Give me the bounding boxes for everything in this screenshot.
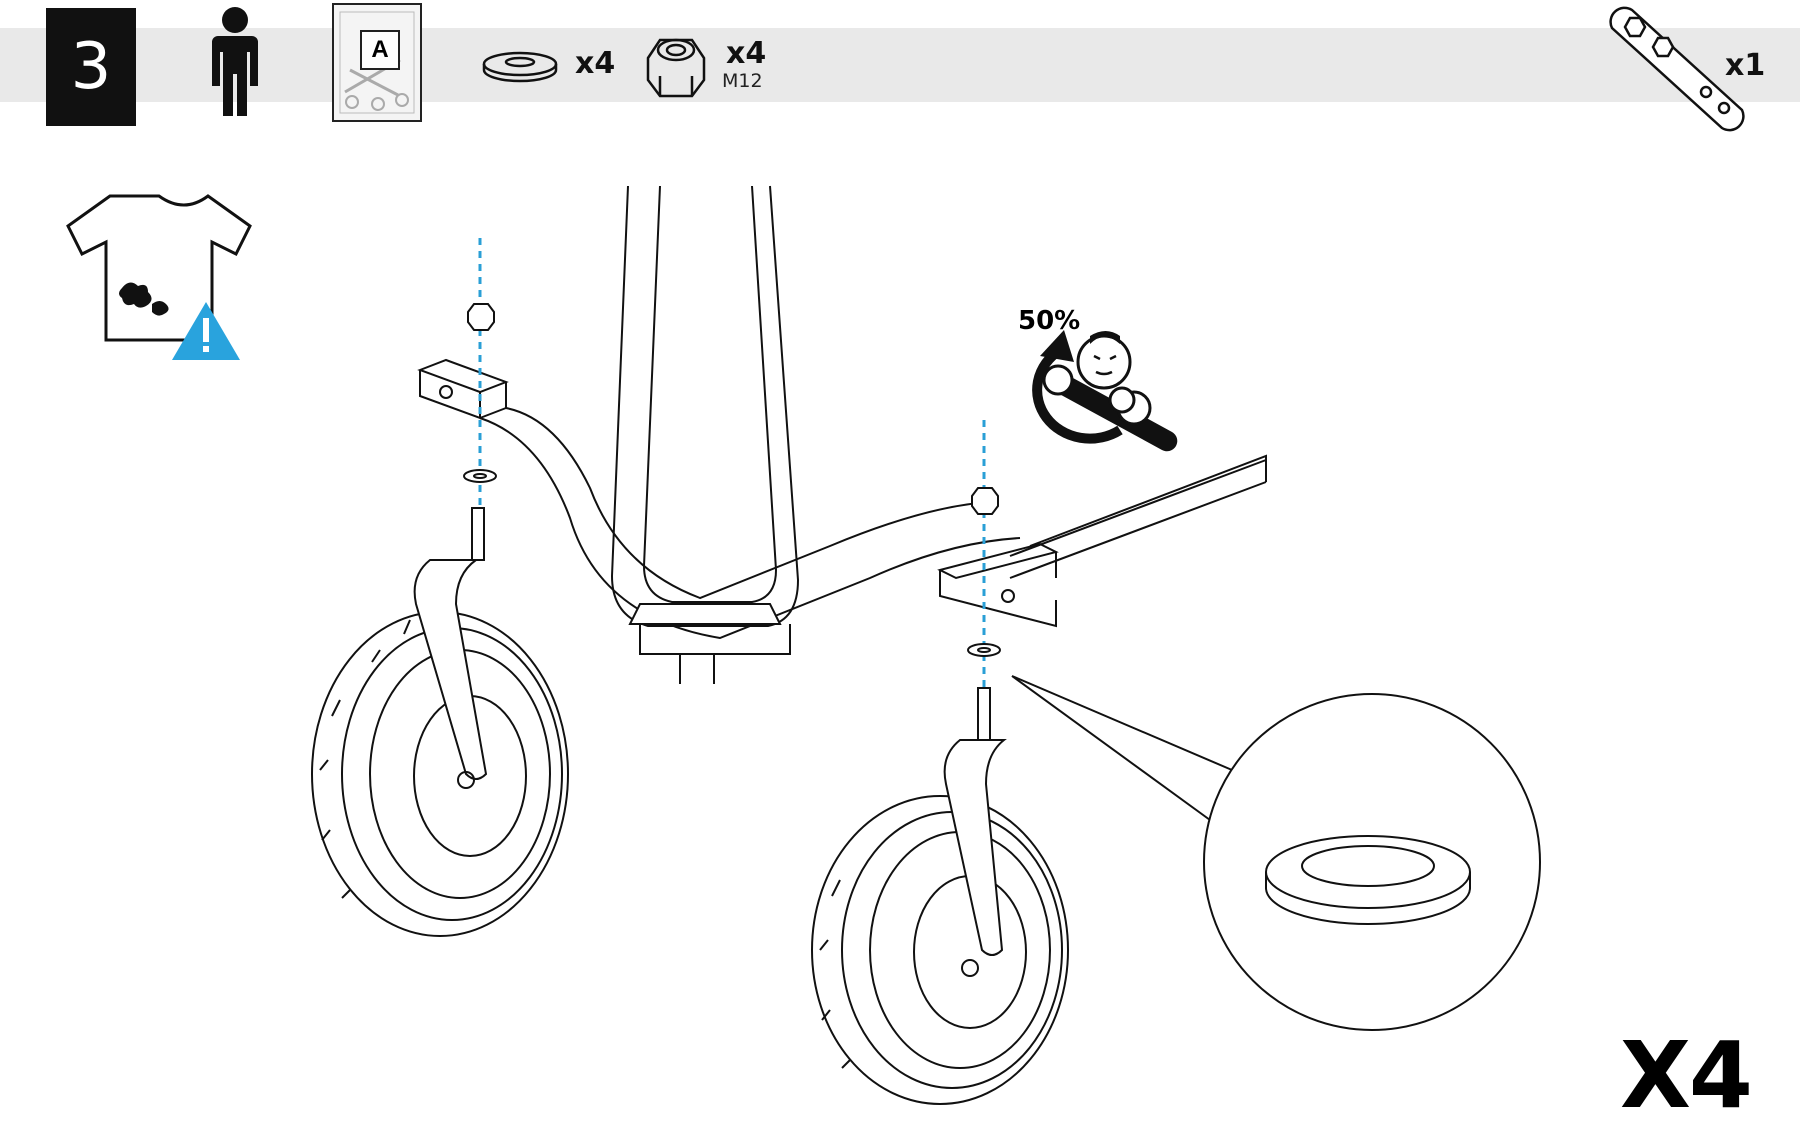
upright-tube <box>610 185 800 684</box>
tighten-force-icon <box>1032 330 1178 452</box>
wrench-quantity: x1 <box>1725 48 1766 83</box>
axle-frame <box>417 358 1267 640</box>
step-number: 3 <box>70 30 112 104</box>
exploded-hardware <box>463 303 1001 657</box>
nut-quantity: x4 <box>726 36 767 71</box>
left-wheel <box>311 507 569 937</box>
tshirt-stain-warning-icon <box>66 194 252 360</box>
washer-quantity: x4 <box>575 46 616 81</box>
nut-size-spec: M12 <box>722 70 763 92</box>
tighten-percent-label: 50% <box>1018 306 1081 336</box>
step-number-box: 3 <box>46 8 136 126</box>
header-band <box>0 28 1800 102</box>
lock-nut-icon <box>646 38 706 98</box>
repeat-multiplier: X4 <box>1620 1022 1753 1129</box>
washer-detail-callout <box>1011 675 1541 1031</box>
parts-bag-icon <box>332 3 422 122</box>
bag-label: A <box>360 30 400 70</box>
right-wheel <box>811 687 1069 1105</box>
person-icon <box>212 7 258 116</box>
washer-icon <box>482 51 558 83</box>
wrench-icon <box>1609 6 1745 132</box>
